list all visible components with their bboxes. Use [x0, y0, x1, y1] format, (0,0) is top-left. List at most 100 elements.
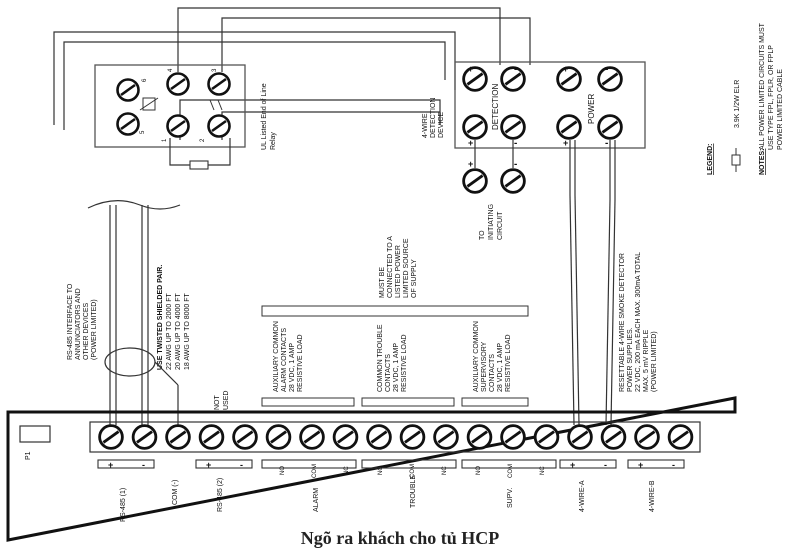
detect-minus-3: -	[514, 138, 517, 149]
relay-num-1: 1	[162, 138, 168, 142]
detection-label: DETECTION	[491, 84, 500, 130]
trouble-line-4: RESISTIVE LOAD	[401, 334, 408, 392]
bracket-signs: + - + - + - + -	[108, 460, 675, 470]
trouble-no: NO	[378, 466, 384, 475]
relay-terminal-3	[207, 72, 231, 96]
must-line-3: LISTED POWER	[395, 245, 402, 298]
supv-com: COM	[508, 464, 514, 478]
relay-terminal-2	[207, 114, 231, 138]
label-rs485-2: RS-485 (2)	[217, 478, 224, 512]
twisted-line-3: 20 AWG UP TO 4000 FT	[175, 293, 182, 370]
relay-terminal-4	[166, 72, 190, 96]
annotations: RS-485 INTERFACE TO ANNUNCIATORS AND OTH…	[67, 236, 658, 410]
label-com: COM (-)	[172, 480, 179, 505]
rs485-line-4: (POWER LIMITED)	[91, 299, 98, 360]
twisted-line-1: USE TWISTED SHIELDED PAIR.	[157, 265, 164, 370]
panel-terminal-11	[433, 424, 459, 450]
alarm-line-1: AUXILIARY COMMON	[273, 321, 280, 392]
legend-elr: 3.9K 1/2W ELR	[734, 80, 741, 128]
detect-terminal-8	[597, 114, 623, 140]
trouble-line-2: CONTACTS	[385, 354, 392, 392]
legend-heading: LEGEND:	[707, 144, 714, 176]
wire-a-minus: -	[604, 460, 607, 470]
p1-label: P1	[25, 451, 32, 460]
rs485-line-3: OTHER DEVICES	[83, 302, 90, 360]
panel-terminal-18	[667, 424, 694, 450]
panel-terminal-8	[332, 424, 359, 450]
p1-box	[19, 425, 51, 443]
resettable-line-3: 22 VDC, 200 mA EACH MAX. 300mA TOTAL	[635, 252, 642, 392]
trouble-line-1: COMMON TROUBLE	[377, 324, 384, 392]
alarm-no: NO	[280, 466, 286, 475]
panel-terminal-10	[399, 424, 426, 450]
power-label: POWER	[587, 94, 596, 124]
wire-b-minus: -	[672, 460, 675, 470]
trouble-com: COM	[410, 464, 416, 478]
detect-terminal-6	[500, 114, 526, 140]
label-rs485-1: RS-485 (1)	[120, 488, 127, 522]
notes-line-2: USE TYPE FPL, FPLR, OR FPLP	[768, 45, 775, 150]
panel-terminal-15	[567, 424, 593, 450]
initiating-terminal-plus	[462, 168, 488, 194]
relay-label-2: Relay	[270, 132, 277, 150]
panel-terminal-17	[634, 424, 660, 450]
detect-terminal-5	[462, 114, 488, 140]
panel-terminal-5	[232, 424, 258, 450]
device-label-2: DETECTION	[430, 98, 437, 138]
rs485-2-minus: -	[240, 460, 243, 470]
caption: Ngõ ra khách cho tủ HCP	[300, 528, 500, 548]
to-initiating-1: TO	[479, 230, 486, 240]
detect-minus-1: -	[514, 64, 517, 75]
panel-terminal-12	[466, 424, 493, 450]
trouble-line-3: 28 VDC, 1 AMP	[393, 343, 400, 392]
twisted-line-2: 22 AWG UP TO 2000 FT	[166, 293, 173, 370]
must-line-4: LIMITED SOURCE	[403, 238, 410, 298]
must-line-5: OF SUPPLY	[411, 259, 418, 298]
relay-num-2: 2	[200, 138, 206, 142]
legend-elr-symbol	[731, 154, 741, 166]
legend: LEGEND: 3.9K 1/2W ELR	[707, 80, 741, 175]
alarm-line-3: 28 VDC, 1 AMP	[289, 343, 296, 392]
initiating-terminal-minus	[500, 168, 526, 194]
label-supv: SUPV.	[507, 488, 514, 508]
alarm-nc: NC	[344, 466, 350, 475]
elr-resistor	[189, 160, 209, 170]
detect-plus-3: +	[468, 138, 473, 148]
eol-relay: 6 5 4 3 1 2 UL Listed End of Line Relay	[94, 64, 277, 170]
to-initiating-3: CIRCUIT	[497, 211, 504, 240]
supv-line-2: SUPERVISORY	[481, 341, 488, 392]
supv-line-3: CONTACTS	[489, 354, 496, 392]
panel-terminal-9	[366, 424, 392, 450]
panel-terminal-14	[533, 424, 560, 450]
group-labels: RS-485 (1) COM (-) RS-485 (2) ALARM TROU…	[120, 475, 656, 522]
label-4wire-a: 4-WIRE-A	[579, 480, 586, 512]
panel-terminal-4	[198, 424, 225, 450]
panel-terminal-13	[500, 424, 526, 450]
device-label-1: 4-WIRE	[422, 113, 429, 138]
notes-line-3: POWER LIMITED CABLE	[777, 69, 784, 150]
rs485-line-2: ANNUNCIATORS AND	[75, 288, 82, 360]
panel-terminal-2	[131, 424, 158, 450]
resettable-line-2: POWER SUPPLIES.	[627, 327, 634, 392]
twisted-line-4: 18 AWG UP TO 8000 FT	[184, 293, 191, 370]
rs485-1-plus: +	[108, 460, 113, 470]
rs485-1-minus: -	[142, 460, 145, 470]
label-alarm: ALARM	[313, 488, 320, 512]
resettable-line-4: MAX. 5 mV RIPPLE	[643, 329, 650, 392]
relay-terminal-1	[166, 114, 190, 138]
resettable-line-1: RESETTABLE 4-WIRE SMOKE DETECTOR	[619, 253, 626, 392]
relay-num-6: 6	[142, 78, 148, 82]
detect-plus-4: +	[563, 138, 568, 148]
rs485-2-plus: +	[206, 460, 211, 470]
panel-terminal-3	[165, 424, 191, 450]
supv-nc: NC	[540, 466, 546, 475]
detect-plus-2: +	[563, 64, 568, 74]
detect-plus-1: +	[468, 64, 473, 74]
terminal-strip	[89, 421, 701, 453]
detect-terminal-2	[500, 66, 526, 92]
detect-terminal-4	[597, 66, 623, 92]
detect-minus-2: -	[605, 64, 608, 75]
panel-terminal-1	[98, 424, 124, 450]
must-line-1: MUST BE	[379, 267, 386, 298]
detection-device-box	[454, 61, 646, 149]
